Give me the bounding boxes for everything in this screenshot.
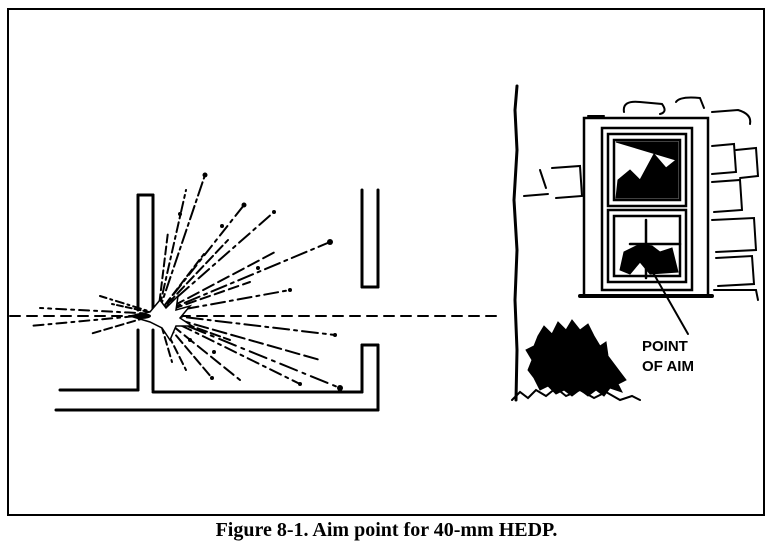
- aim-crosshair: [628, 218, 682, 280]
- wall-cutaway: [54, 188, 380, 412]
- burst-debris-dots: [178, 172, 343, 391]
- figure-caption: Figure 8-1. Aim point for 40-mm HEDP.: [215, 519, 558, 541]
- callout-label-line1: POINT: [642, 338, 688, 355]
- upper-pane-dark: [615, 141, 679, 199]
- impact-flash: [129, 293, 195, 342]
- building-stones: [523, 96, 760, 301]
- lower-pane-dark: [619, 243, 679, 275]
- projectile: [133, 313, 151, 319]
- building-edge: [512, 84, 519, 402]
- callout-label-line2: OF AIM: [642, 358, 694, 375]
- bush: [511, 319, 641, 402]
- burst-streaks: [29, 174, 341, 389]
- callout-leader: [646, 261, 689, 335]
